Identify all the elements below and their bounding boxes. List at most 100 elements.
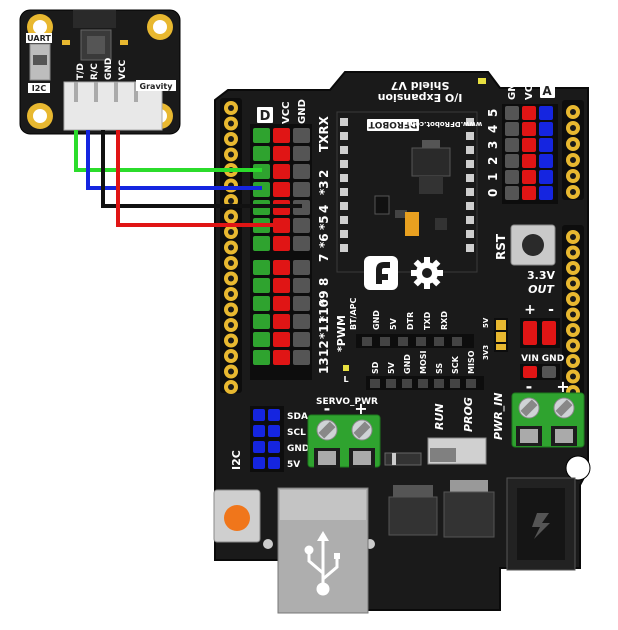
shield-title-line1: I/O Expansion: [378, 91, 463, 104]
vcc-pin: [273, 350, 290, 365]
orange-button[interactable]: [213, 489, 261, 543]
usb-icon: [304, 531, 340, 596]
out-minus-label: -: [548, 302, 554, 318]
brand-url: www.DFRobot.com: [408, 120, 482, 128]
bt-label-4: TXD: [423, 311, 432, 330]
servo-pwr-terminal: [307, 414, 381, 468]
i2c-pin: [253, 425, 265, 437]
analog-header: [502, 104, 558, 204]
digital-pin-label-10: *11: [317, 316, 331, 339]
a-vcc-pin: [522, 122, 536, 136]
blue-wire: [86, 130, 262, 190]
d-pin: [253, 236, 270, 251]
pwr-minus-label: -: [526, 377, 533, 396]
vcc-pin: [273, 236, 290, 251]
a-signal-pin: [539, 138, 553, 152]
right-header-bottom: [562, 225, 584, 400]
bt-apc-header: [356, 334, 474, 348]
sensor-pin-label-2: GND: [104, 58, 114, 80]
bt-label-0: BT/APC: [349, 297, 358, 330]
gnd-pin: [293, 236, 310, 251]
gnd-pin: [293, 128, 310, 143]
vcc-pin: [273, 164, 290, 179]
a-gnd-pin: [505, 154, 519, 168]
gnd-pin: [293, 332, 310, 347]
sensor-pin-label-1: R/C: [90, 63, 100, 80]
digital-pin-label-1: 2: [317, 170, 331, 178]
right-header-top: [562, 100, 584, 200]
voltage-selector[interactable]: [494, 318, 508, 352]
col-d-label-text: D: [260, 109, 271, 124]
digital-pin-label-3: 4: [317, 205, 331, 213]
a-signal-pin: [539, 122, 553, 136]
col-a-gnd-label: GND: [507, 75, 518, 100]
vcc-pin: [273, 146, 290, 161]
regulator-left: [388, 485, 438, 536]
green-wire: [74, 130, 262, 172]
digital-header: [250, 124, 312, 380]
a-vcc-pin: [522, 154, 536, 168]
spi-header: [366, 376, 484, 390]
out-33-label: 3.3V: [527, 269, 555, 282]
vin-label: VIN: [521, 354, 539, 364]
vcc-pin: [273, 332, 290, 347]
vcc-pin: [273, 278, 290, 293]
pwr-plus-label: +: [556, 377, 569, 396]
col-a-vcc-label: VCC: [524, 78, 535, 100]
out-33-header: [520, 318, 560, 348]
col-a-label: A: [542, 84, 552, 98]
left-header: [220, 98, 242, 394]
red-wire: [116, 130, 284, 227]
i2c-pin: [253, 457, 265, 469]
digital-pin-label-4: *5: [317, 215, 331, 230]
xbee-socket: [336, 111, 478, 273]
sensor-pin-label-3: VCC: [118, 59, 128, 80]
analog-pin-label-0: 5: [486, 109, 500, 117]
a-gnd-pin: [505, 186, 519, 200]
digital-pin-label-5: *6: [317, 233, 331, 248]
gear-icon: [411, 257, 443, 289]
lightning-icon: [532, 513, 550, 539]
d-pin: [253, 314, 270, 329]
i2c-pin-label-3: 5V: [287, 460, 300, 470]
v33-label: 3V3: [482, 345, 490, 360]
bt-label-3: DTR: [406, 312, 415, 330]
i2c-pin-label-1: SCL: [287, 428, 306, 438]
dfrobot-logo: [364, 256, 398, 290]
reset-button[interactable]: [510, 224, 556, 266]
a-gnd-pin: [505, 170, 519, 184]
run-label: RUN: [433, 403, 446, 430]
analog-pin-label-3: 2: [486, 157, 500, 165]
analog-pin-label-4: 1: [486, 173, 500, 181]
digital-pin-label-11: 12: [317, 340, 331, 357]
d-pin: [253, 128, 270, 143]
d-pin: [253, 260, 270, 275]
a-gnd-pin: [505, 122, 519, 136]
a-vcc-pin: [522, 186, 536, 200]
d-pin: [253, 332, 270, 347]
i2c-pin: [268, 457, 280, 469]
i2c-pin: [268, 425, 280, 437]
d-pin: [253, 350, 270, 365]
vcc-pin: [273, 260, 290, 275]
digital-pin-label-7: 8: [317, 278, 331, 286]
i2c-sensor-label: I2C: [32, 84, 47, 93]
digital-pin-label-9: *10: [317, 299, 331, 322]
black-wire: [101, 130, 302, 208]
vcc-pin: [273, 314, 290, 329]
digital-pin-label-6: 7: [317, 254, 331, 262]
i2c-pin: [253, 441, 265, 453]
run-prog-switch[interactable]: [427, 437, 487, 465]
uart-label: UART: [27, 34, 51, 43]
a-gnd-pin: [505, 106, 519, 120]
digital-pin-label-12: 13: [317, 357, 331, 374]
servo-plus-label: +: [354, 399, 367, 418]
spi-label-5: SCK: [451, 355, 460, 374]
v5-label: 5V: [482, 317, 490, 328]
digital-pin-label-0: TXRX: [317, 115, 331, 152]
